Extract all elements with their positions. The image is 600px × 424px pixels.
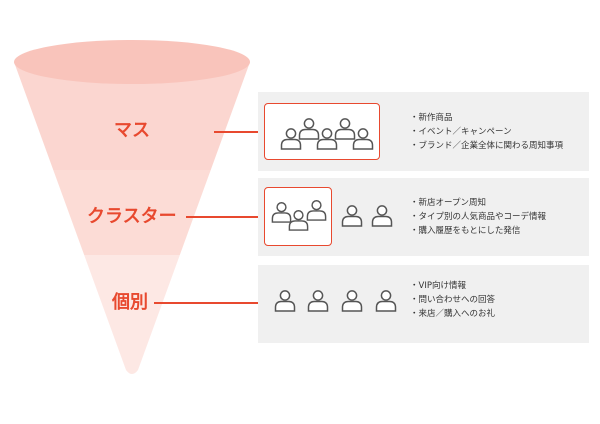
person-icon [316,128,338,150]
person-icon [274,290,296,312]
people-group-box-cluster [264,187,332,246]
tier-label-cluster: クラスター [87,206,177,227]
people-group-box-mass [264,103,380,160]
bullet-item: 新作商品 [410,111,563,125]
person-icon [334,118,356,140]
bullet-item: 新店オープン周知 [410,196,546,210]
person-icon [271,202,292,223]
connector-line-cluster [186,216,264,218]
person-icon [375,290,397,312]
bullet-item: 来店／購入へのお礼 [410,307,496,321]
person-icon [341,205,363,227]
bullet-item: ブランド／企業全体に関わる周知事項 [410,139,564,153]
panel-mass: 新作商品 イベント／キャンペーン ブランド／企業全体に関わる周知事項 [258,92,589,171]
tier-label-individual: 個別 [112,292,148,313]
bullet-list-cluster: 新店オープン周知 タイプ別の人気商品やコーデ情報 購入履歴をもとにした発信 [410,196,547,238]
person-icon [307,290,329,312]
funnel-diagram [14,40,250,374]
tier-label-mass: マス [114,120,150,141]
person-icon [352,128,374,150]
bullet-item: 購入履歴をもとにした発信 [410,224,546,238]
bullet-item: 問い合わせへの回答 [410,293,496,307]
bullet-item: VIP向け情報 [410,279,495,293]
bullet-item: タイプ別の人気商品やコーデ情報 [410,210,547,224]
connector-line-mass [214,131,264,133]
person-icon [298,118,320,140]
bullet-list-mass: 新作商品 イベント／キャンペーン ブランド／企業全体に関わる周知事項 [410,111,564,153]
bullet-list-individual: VIP向け情報 問い合わせへの回答 来店／購入へのお礼 [410,279,496,321]
connector-line-individual [154,302,264,304]
person-icon [341,290,363,312]
person-icon [371,205,393,227]
funnel-rim [14,40,250,84]
person-icon [280,128,302,150]
person-icon [306,200,327,221]
bullet-item: イベント／キャンペーン [410,125,563,139]
panel-cluster: 新店オープン周知 タイプ別の人気商品やコーデ情報 購入履歴をもとにした発信 [258,178,589,256]
funnel-band-individual [14,255,250,374]
panel-individual: VIP向け情報 問い合わせへの回答 来店／購入へのお礼 [258,265,589,343]
person-icon [288,210,309,231]
